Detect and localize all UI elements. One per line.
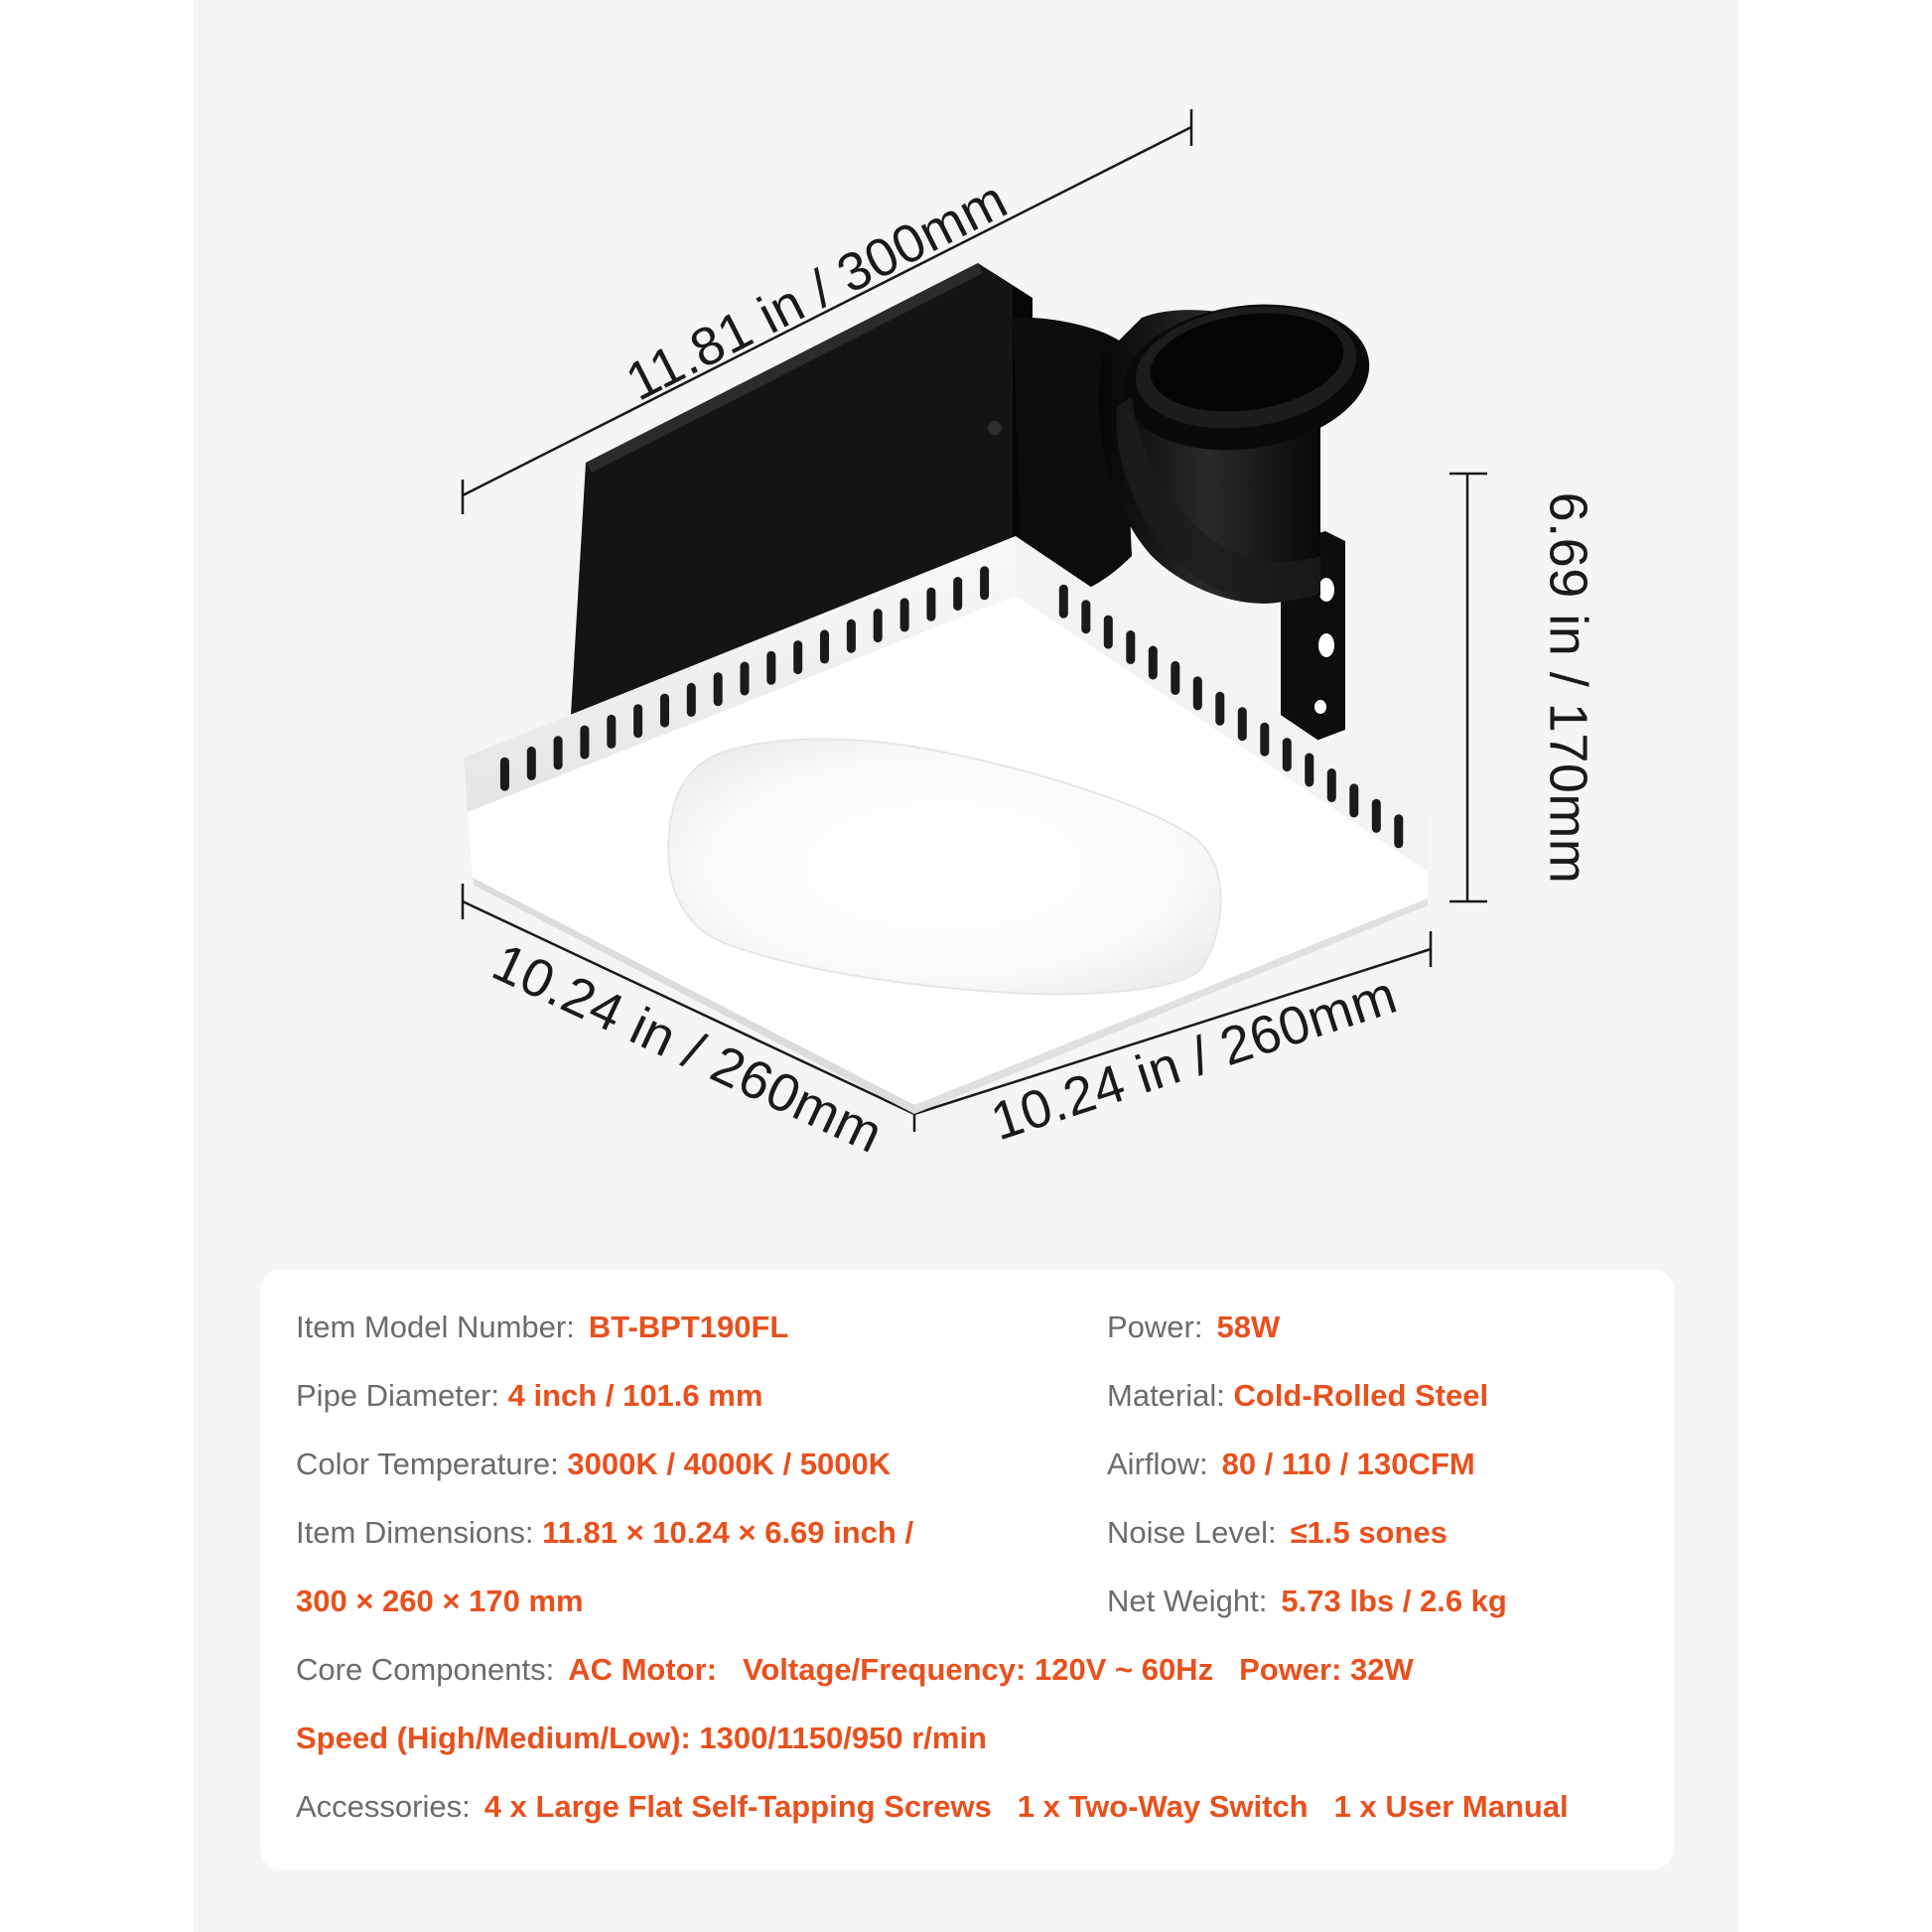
vent-slot (499, 757, 509, 791)
spec-label: Item Model Number: (296, 1310, 575, 1344)
accessory-item: 1 x User Manual (1333, 1789, 1569, 1824)
vent-slot (1305, 753, 1314, 787)
spec-material: Material: Cold-Rolled Steel (1107, 1380, 1488, 1411)
spec-core-speed: Speed (High/Medium/Low): 1300/1150/950 r… (296, 1723, 987, 1753)
vent-slot (766, 650, 776, 685)
spec-noise: Noise Level: ≤1.5 sones (1107, 1517, 1448, 1548)
vent-slot (607, 714, 617, 749)
vent-slot (633, 704, 643, 739)
spec-value: BT-BPT190FL (588, 1310, 789, 1344)
vent-slot (1171, 660, 1180, 695)
vent-slot (1237, 707, 1247, 742)
vent-slot (926, 587, 936, 621)
spec-value: 58W (1216, 1310, 1281, 1344)
spec-label: Noise Level: (1107, 1515, 1277, 1550)
vent-slot (846, 619, 856, 653)
spec-core-components: Core Components: AC Motor: Voltage/Frequen… (296, 1654, 1414, 1685)
spec-core-power: Power: 32W (1239, 1652, 1414, 1687)
vent-slot (953, 577, 963, 611)
spec-label: Airflow: (1107, 1447, 1208, 1481)
vent-slot (873, 609, 883, 643)
spec-value: ≤1.5 sones (1290, 1515, 1448, 1550)
spec-power: Power: 58W (1107, 1311, 1280, 1342)
spec-value: 11.81 × 10.24 × 6.69 inch / (542, 1515, 914, 1550)
spec-card (260, 1269, 1674, 1869)
vent-slot (1081, 600, 1091, 634)
vent-slots-left (499, 566, 990, 791)
vent-slot (1260, 722, 1270, 757)
spec-pipe: Pipe Diameter: 4 inch / 101.6 mm (296, 1380, 762, 1411)
accessory-item: 4 x Large Flat Self-Tapping Screws (483, 1789, 992, 1824)
spec-value: 80 / 110 / 130CFM (1221, 1447, 1475, 1481)
vent-slot (1326, 768, 1336, 802)
spec-label: Color Temperature: (296, 1447, 559, 1481)
vent-slot (1371, 798, 1381, 833)
duct-connector (988, 304, 1370, 604)
vent-slot (1058, 584, 1068, 619)
spec-value: Speed (High/Medium/Low): 1300/1150/950 r… (296, 1721, 987, 1755)
vent-slot (740, 661, 750, 696)
spec-core-voltage: Voltage/Frequency: 120V ~ 60Hz (742, 1652, 1214, 1687)
spec-label: Power: (1107, 1310, 1203, 1344)
vent-slot (660, 693, 669, 728)
spec-label: Pipe Diameter: (296, 1378, 500, 1413)
vent-slot (580, 725, 590, 759)
spec-accessories: Accessories: 4 x Large Flat Self-Tapping … (296, 1791, 1569, 1822)
led-light-panel (667, 738, 1222, 996)
vent-slot (686, 682, 696, 717)
spec-label: Net Weight: (1107, 1584, 1268, 1618)
spec-label: Item Dimensions: (296, 1515, 534, 1550)
vent-slot (793, 640, 803, 675)
vent-slot (1148, 645, 1158, 680)
spec-value: 3000K / 4000K / 5000K (567, 1447, 892, 1481)
spec-label: Accessories: (296, 1789, 471, 1824)
height-dimension-line (1449, 472, 1487, 903)
vent-slot (1126, 630, 1136, 664)
vent-slots-right (1058, 584, 1404, 849)
spec-label: Material: (1107, 1378, 1225, 1413)
depth-right-dimension-line (913, 931, 1433, 1116)
spec-value: 300 × 260 × 170 mm (296, 1584, 584, 1618)
spec-airflow: Airflow: 80 / 110 / 130CFM (1107, 1449, 1475, 1479)
spec-core-motor: AC Motor: (568, 1652, 717, 1687)
vent-slot (1103, 615, 1113, 649)
product-figure: 11.81 in / 300mm 6.69 in / 170mm 10.24 i… (461, 109, 1598, 1165)
width-dimension-line (461, 109, 1193, 514)
spec-model: Item Model Number: BT-BPT190FL (296, 1311, 788, 1342)
vent-slot (1349, 783, 1359, 818)
vent-slot (1192, 676, 1202, 711)
spec-dimensions: Item Dimensions: 11.81 × 10.24 × 6.69 in… (296, 1517, 913, 1548)
vent-slot (820, 629, 829, 664)
height-dimension-label: 6.69 in / 170mm (1538, 491, 1598, 885)
exhaust-fan-illustration (461, 109, 1487, 1132)
vent-slot (1394, 814, 1404, 849)
accessory-item: 1 x Two-Way Switch (1017, 1789, 1309, 1824)
spec-value: 5.73 lbs / 2.6 kg (1281, 1584, 1507, 1618)
spec-dimensions-line2: 300 × 260 × 170 mm (296, 1586, 584, 1616)
spec-value: Cold-Rolled Steel (1233, 1378, 1489, 1413)
spec-weight: Net Weight: 5.73 lbs / 2.6 kg (1107, 1586, 1507, 1616)
vent-slot (526, 747, 536, 780)
spec-color-temperature: Color Temperature: 3000K / 4000K / 5000K (296, 1449, 891, 1479)
vent-slot (980, 566, 990, 601)
spec-value: 4 inch / 101.6 mm (507, 1378, 763, 1413)
vent-slot (899, 598, 909, 632)
spec-label: Core Components: (296, 1652, 555, 1687)
vent-slot (1215, 691, 1225, 726)
vent-slot (713, 672, 723, 707)
vent-slot (553, 736, 563, 770)
vent-slot (1282, 738, 1292, 772)
